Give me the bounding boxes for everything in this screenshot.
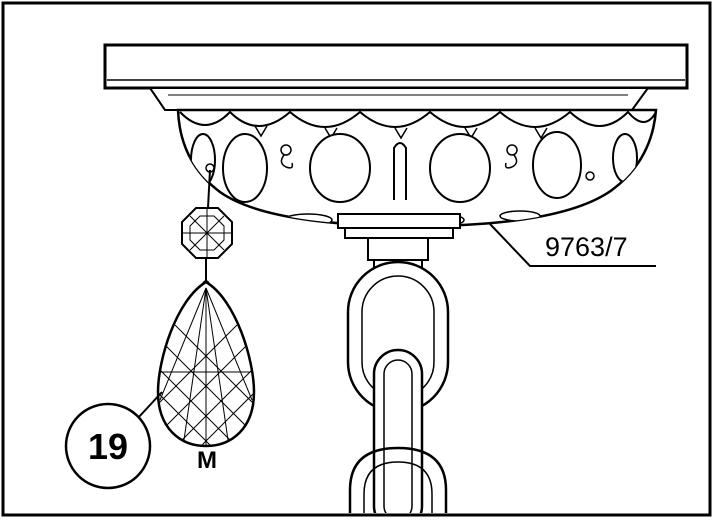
- part-number-label: 9763/7: [545, 232, 628, 262]
- pendeloque-crystal: [156, 280, 256, 448]
- part-number-leader: [489, 223, 656, 267]
- ceiling-canopy: [103, 43, 689, 111]
- octagon-crystal: [181, 207, 233, 259]
- callout-number: 19: [88, 426, 128, 467]
- chain-link: [346, 260, 450, 513]
- callout-circle: [64, 402, 152, 490]
- callout-leader: [137, 391, 163, 419]
- cup-holder: [176, 108, 658, 239]
- callout-letter: M: [197, 447, 217, 474]
